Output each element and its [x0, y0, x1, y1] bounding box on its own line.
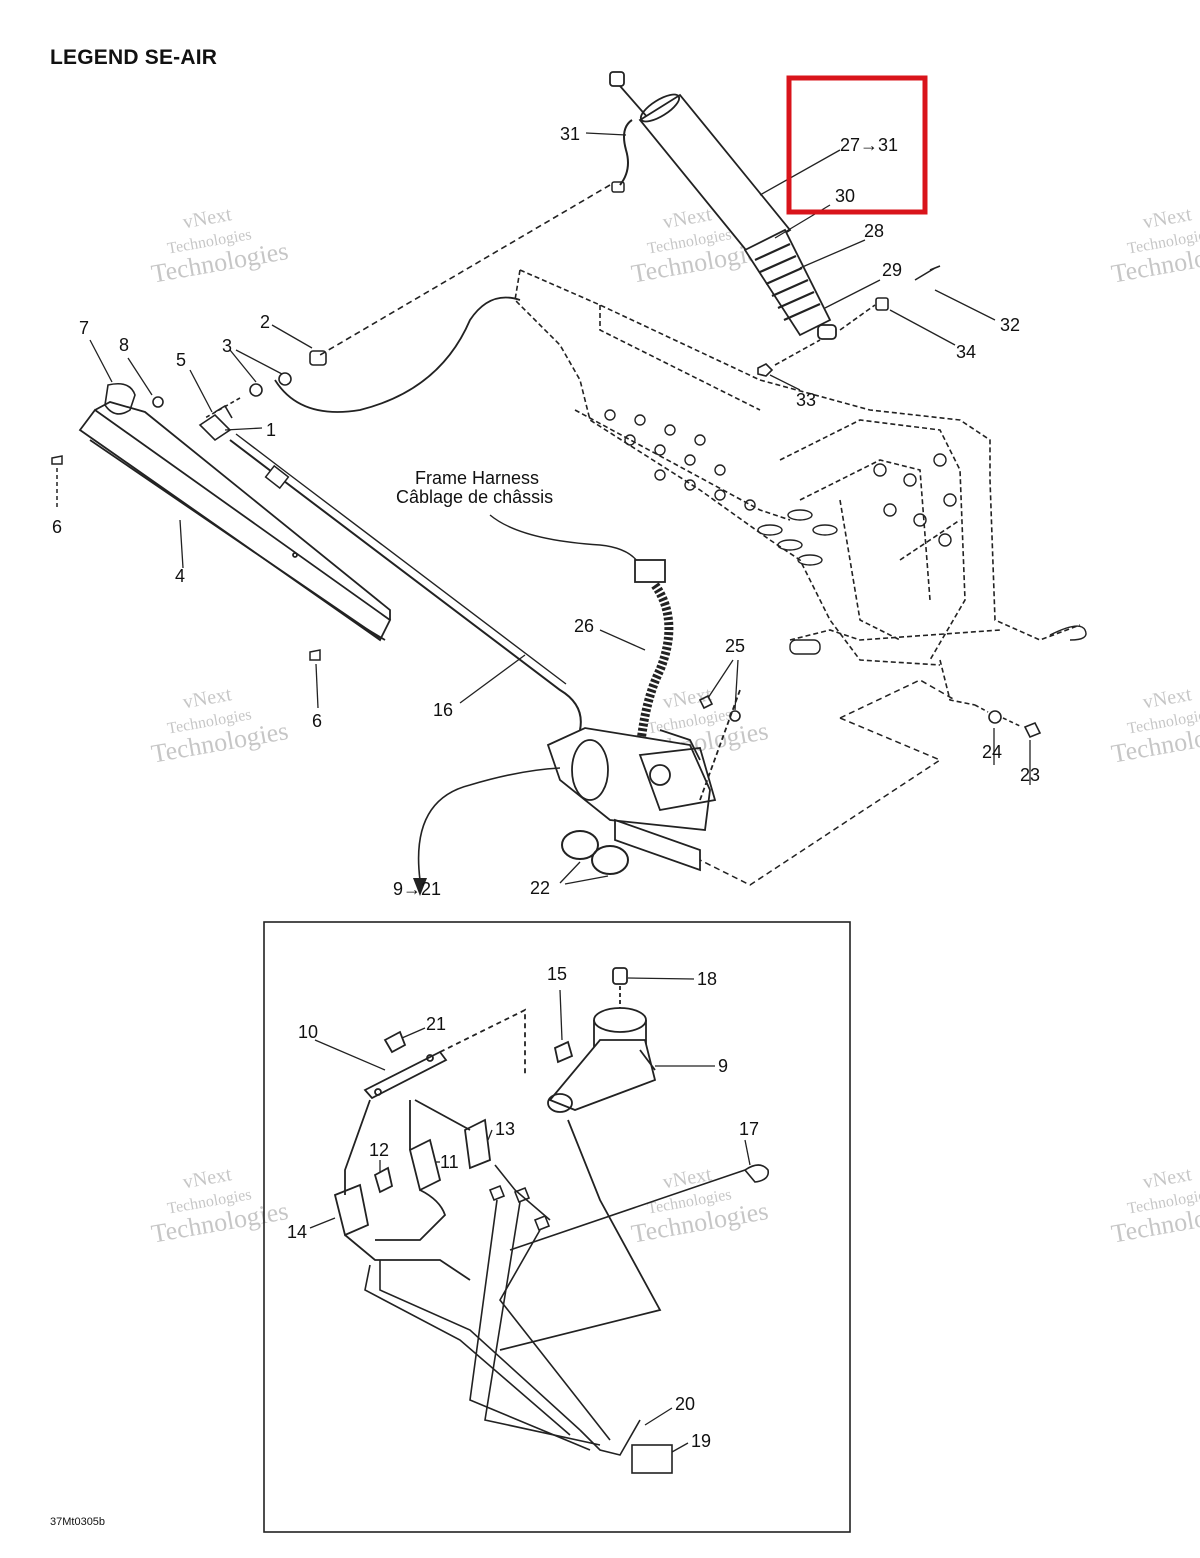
left-parts: [104, 372, 292, 442]
bolts-23-24: [974, 704, 1042, 739]
callout-3: 3: [222, 336, 232, 356]
shock-air-hose: [619, 119, 633, 186]
sensors-11-12-13-14: [333, 1099, 491, 1281]
svg-text:vNext: vNext: [661, 683, 713, 713]
callout-9: 9: [718, 1056, 728, 1076]
callout-19: 19: [691, 1431, 711, 1451]
callout-21: 21: [426, 1014, 446, 1034]
callout-8: 8: [119, 335, 129, 355]
callout-33: 33: [796, 390, 816, 410]
svg-text:vNext: vNext: [661, 203, 713, 233]
callout-18: 18: [697, 969, 717, 989]
svg-text:vNext: vNext: [1141, 1163, 1193, 1193]
svg-text:vNext: vNext: [1141, 203, 1193, 233]
harness-label-en: Frame Harness: [415, 468, 539, 488]
callout-16: 16: [433, 700, 453, 720]
callout-5: 5: [176, 350, 186, 370]
leader-lines: [89, 132, 1031, 1453]
clamps-22: [561, 830, 629, 875]
callout-2: 2: [260, 312, 270, 332]
callout-30: 30: [835, 186, 855, 206]
figure-code: 37Mt0305b: [50, 1516, 106, 1528]
callout-24: 24: [982, 742, 1002, 762]
highlight-box: [786, 75, 928, 215]
air-line-16: [229, 439, 582, 731]
callout-7: 7: [79, 318, 89, 338]
frame-harness-26: [489, 514, 674, 751]
callout-10: 10: [298, 1022, 318, 1042]
svg-text:vNext: vNext: [181, 1163, 233, 1193]
air-shock-absorber: [609, 71, 837, 340]
callout-1: 1: [266, 420, 276, 440]
watermarks: vNext Technologies Technologies vNext Te…: [149, 203, 1200, 1248]
air-line-dashed: [319, 184, 611, 356]
callout-34: 34: [956, 342, 976, 362]
callout-28: 28: [864, 221, 884, 241]
callout-25: 25: [725, 636, 745, 656]
callout-31: 31: [560, 124, 580, 144]
svg-text:vNext: vNext: [181, 203, 233, 233]
page-title: LEGEND SE-AIR: [50, 46, 218, 69]
harness-label-fr: Câblage de châssis: [396, 487, 553, 507]
callout-6b: 6: [312, 711, 322, 731]
frame-holes: [604, 409, 1087, 655]
callout-17: 17: [739, 1119, 759, 1139]
callout-15: 15: [547, 964, 567, 984]
callout-labels: 1 2 3 4 5 6 6 7 8 9→21 9 10 11 12 13 14 …: [52, 124, 1040, 1451]
callout-27-31: 27→31: [840, 135, 898, 155]
callout-11: 11: [440, 1152, 459, 1172]
valve-manifold-10: [363, 1008, 574, 1100]
detail-box: [263, 921, 851, 1533]
callout-12: 12: [369, 1140, 389, 1160]
callout-29: 29: [882, 260, 902, 280]
fitting-2: [309, 350, 327, 366]
callout-26: 26: [574, 616, 594, 636]
shock-hardware: [757, 265, 941, 377]
dashed-connectors: [699, 679, 956, 886]
callout-32: 32: [1000, 315, 1020, 335]
callout-9-21: 9→21: [393, 879, 441, 899]
callout-20: 20: [675, 1394, 695, 1414]
screws-6: [51, 455, 321, 661]
callout-23: 23: [1020, 765, 1040, 785]
svg-text:vNext: vNext: [1141, 683, 1193, 713]
compressor-detail: [499, 967, 662, 1351]
callout-6a: 6: [52, 517, 62, 537]
cover-rail-4: [78, 401, 392, 642]
callout-22: 22: [530, 878, 550, 898]
svg-text:vNext: vNext: [181, 683, 233, 713]
callout-14: 14: [287, 1222, 307, 1242]
compressor-assembly: [546, 689, 741, 872]
callout-4: 4: [175, 566, 185, 586]
air-line-loop: [274, 296, 521, 413]
frame-assembly: [514, 269, 1081, 706]
detail-arrow: [417, 767, 561, 881]
callout-13: 13: [495, 1119, 515, 1139]
fasteners-25: [698, 694, 741, 722]
wiring-harness-detail: [364, 1164, 770, 1474]
